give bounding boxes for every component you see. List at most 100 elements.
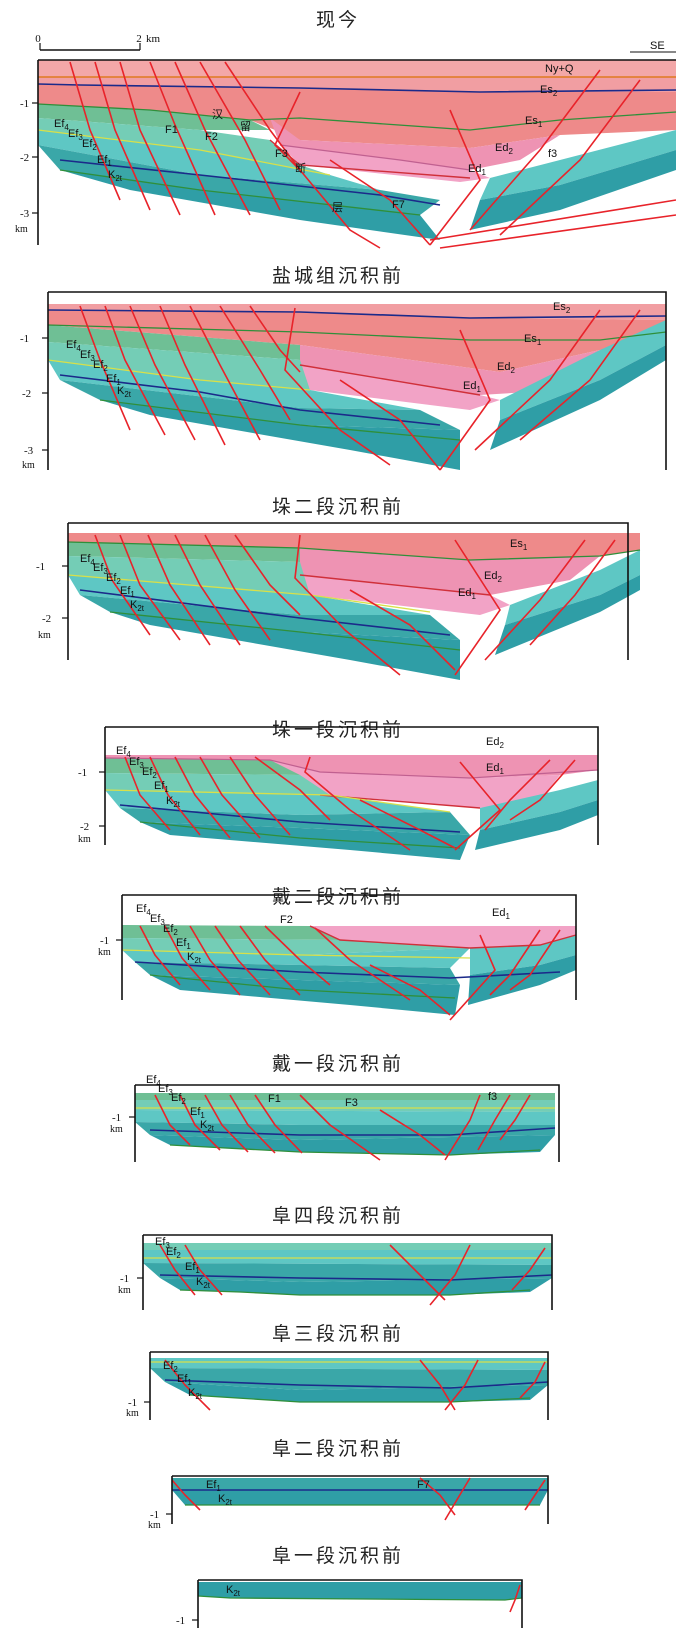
label-f2-p5: F2 (280, 914, 293, 926)
label-zone-char: 留 (240, 120, 251, 133)
fault-east-c-p6 (499, 1094, 531, 1141)
horizon-base-ed-p3 (299, 574, 491, 596)
label-ef2-p3: Ef2 (106, 572, 121, 586)
layer-ef1-p8 (150, 1368, 548, 1390)
label-ef2-p2: Ef2 (93, 359, 108, 373)
direction-se: SE (650, 40, 665, 52)
frame-p4 (105, 726, 599, 845)
layer-ef2-p4 (105, 790, 450, 815)
fault-line (119, 61, 181, 216)
fault-f7 (329, 159, 431, 246)
panel-pre-fu4: 阜四段沉积前 -1 km Ef3 Ef2 Ef1 K2t (118, 1205, 553, 1310)
faults-p3 (94, 534, 616, 676)
faults-p7 (159, 1244, 546, 1306)
fault-east-a-p9 (444, 1477, 471, 1521)
fault-line (184, 1244, 223, 1296)
fault-east-p10 (509, 1584, 521, 1613)
layer-k2t-p7 (160, 1278, 552, 1295)
label-ed2: Ed2 (495, 142, 513, 156)
layer-k2t-p3 (110, 612, 460, 680)
horizon-green-p1 (59, 169, 421, 216)
fault-line (254, 1094, 303, 1154)
horizon-blue-p1 (59, 159, 441, 206)
horizon-yellow-p2 (47, 359, 311, 391)
fault-east-a-p5 (449, 934, 496, 1021)
layer-k2t-east-p3 (495, 575, 640, 655)
horizon-blue-p5 (134, 961, 561, 979)
depth-unit: km (110, 1124, 123, 1135)
layer-ef1-p3 (80, 595, 460, 640)
label-k2t-p10: K2t (226, 1584, 241, 1598)
label-ef2-p6: Ef2 (171, 1092, 186, 1106)
panel-title-pre-fu1: 阜一段沉积前 (272, 1545, 404, 1567)
layer-ef-east-p1 (480, 130, 676, 200)
layer-ef2-p3 (68, 575, 430, 615)
depth-axis-p3: -1 -2 km (36, 561, 68, 641)
depth-tick: -1 (20, 98, 29, 110)
depth-unit: km (126, 1408, 139, 1419)
panel-pre-dai2: 戴二段沉积前 -1 km (98, 886, 577, 1021)
fault-line (174, 61, 251, 216)
panel-present: 现今 0 2 km SE (15, 9, 676, 249)
fault-line (119, 534, 181, 641)
label-es1-p3: Es1 (510, 538, 528, 552)
layer-k2t-p6 (150, 1135, 555, 1155)
layer-k2t-p1 (60, 170, 440, 240)
layer-nyq (38, 60, 676, 77)
label-ef1: Ef1 (97, 154, 112, 168)
label-ef4-p3: Ef4 (80, 553, 95, 567)
panel-pre-yancheng: 盐城组沉积前 (20, 265, 667, 471)
label-zone-char: 层 (332, 201, 343, 214)
label-f3-p6: F3 (345, 1097, 358, 1109)
depth-tick: -2 (80, 821, 89, 833)
fault-east-b-p6 (477, 1094, 511, 1151)
fault-line (179, 1094, 221, 1151)
fault-hanliu-p6 (299, 1094, 381, 1161)
depth-axis-p1: -1 -2 -3 km (15, 98, 38, 235)
fault-line (229, 756, 291, 836)
panel-pre-fu1: 阜一段沉积前 -1 K2t (176, 1545, 523, 1628)
fault-f7-p2 (339, 379, 441, 471)
fault-hanliu-p4 (304, 756, 411, 851)
label-ef1-p7: Ef1 (185, 1261, 200, 1275)
layer-ef2-p8 (150, 1358, 548, 1370)
layer-k2t-east-p2 (490, 345, 666, 450)
label-es2: Es2 (540, 84, 558, 98)
label-k2t-p5: K2t (187, 951, 202, 965)
panel-title-pre-duo2: 垛二段沉积前 (272, 496, 404, 518)
horizon-blue-p2 (59, 374, 441, 426)
fault-hanliu-p3 (294, 534, 401, 676)
label-zone-char: 断 (295, 161, 306, 175)
faults-p2 (79, 305, 641, 471)
frame-p9 (172, 1475, 549, 1524)
horizon-green-p2 (99, 399, 461, 441)
fault-east-a-p8 (444, 1359, 479, 1411)
depth-unit: km (148, 1520, 161, 1531)
label-ef1-p3: Ef1 (120, 585, 135, 599)
frame-p8 (150, 1351, 549, 1420)
label-k2t: K2t (108, 169, 123, 183)
horizon-green-p10 (197, 1595, 523, 1601)
layer-ed1 (280, 145, 490, 182)
fault-detachment (429, 199, 676, 241)
fault-line (174, 534, 241, 646)
layer-ef2-p6 (135, 1110, 555, 1125)
label-ef4-p6: Ef4 (146, 1074, 161, 1088)
panel-title-pre-fu2: 阜二段沉积前 (272, 1438, 404, 1460)
fault-line (224, 61, 301, 171)
fault-east-c-p3 (529, 539, 616, 646)
panel-title-pre-yancheng: 盐城组沉积前 (272, 265, 404, 287)
fault-east-a-p3 (454, 539, 501, 676)
depth-tick: -1 (112, 1112, 121, 1124)
fault-f7-p6 (379, 1109, 446, 1156)
label-ef2-p8: Ef2 (163, 1360, 178, 1374)
layer-ef1-p2 (60, 380, 460, 430)
fault-f7-p9 (419, 1477, 456, 1516)
depth-unit: km (78, 834, 91, 845)
faults-p5 (139, 925, 561, 1021)
layer-ef4-p4 (105, 758, 300, 775)
layer-k2t-p9 (172, 1490, 548, 1505)
label-k2t-p4: K2t (166, 795, 181, 809)
fault-line (69, 61, 121, 201)
